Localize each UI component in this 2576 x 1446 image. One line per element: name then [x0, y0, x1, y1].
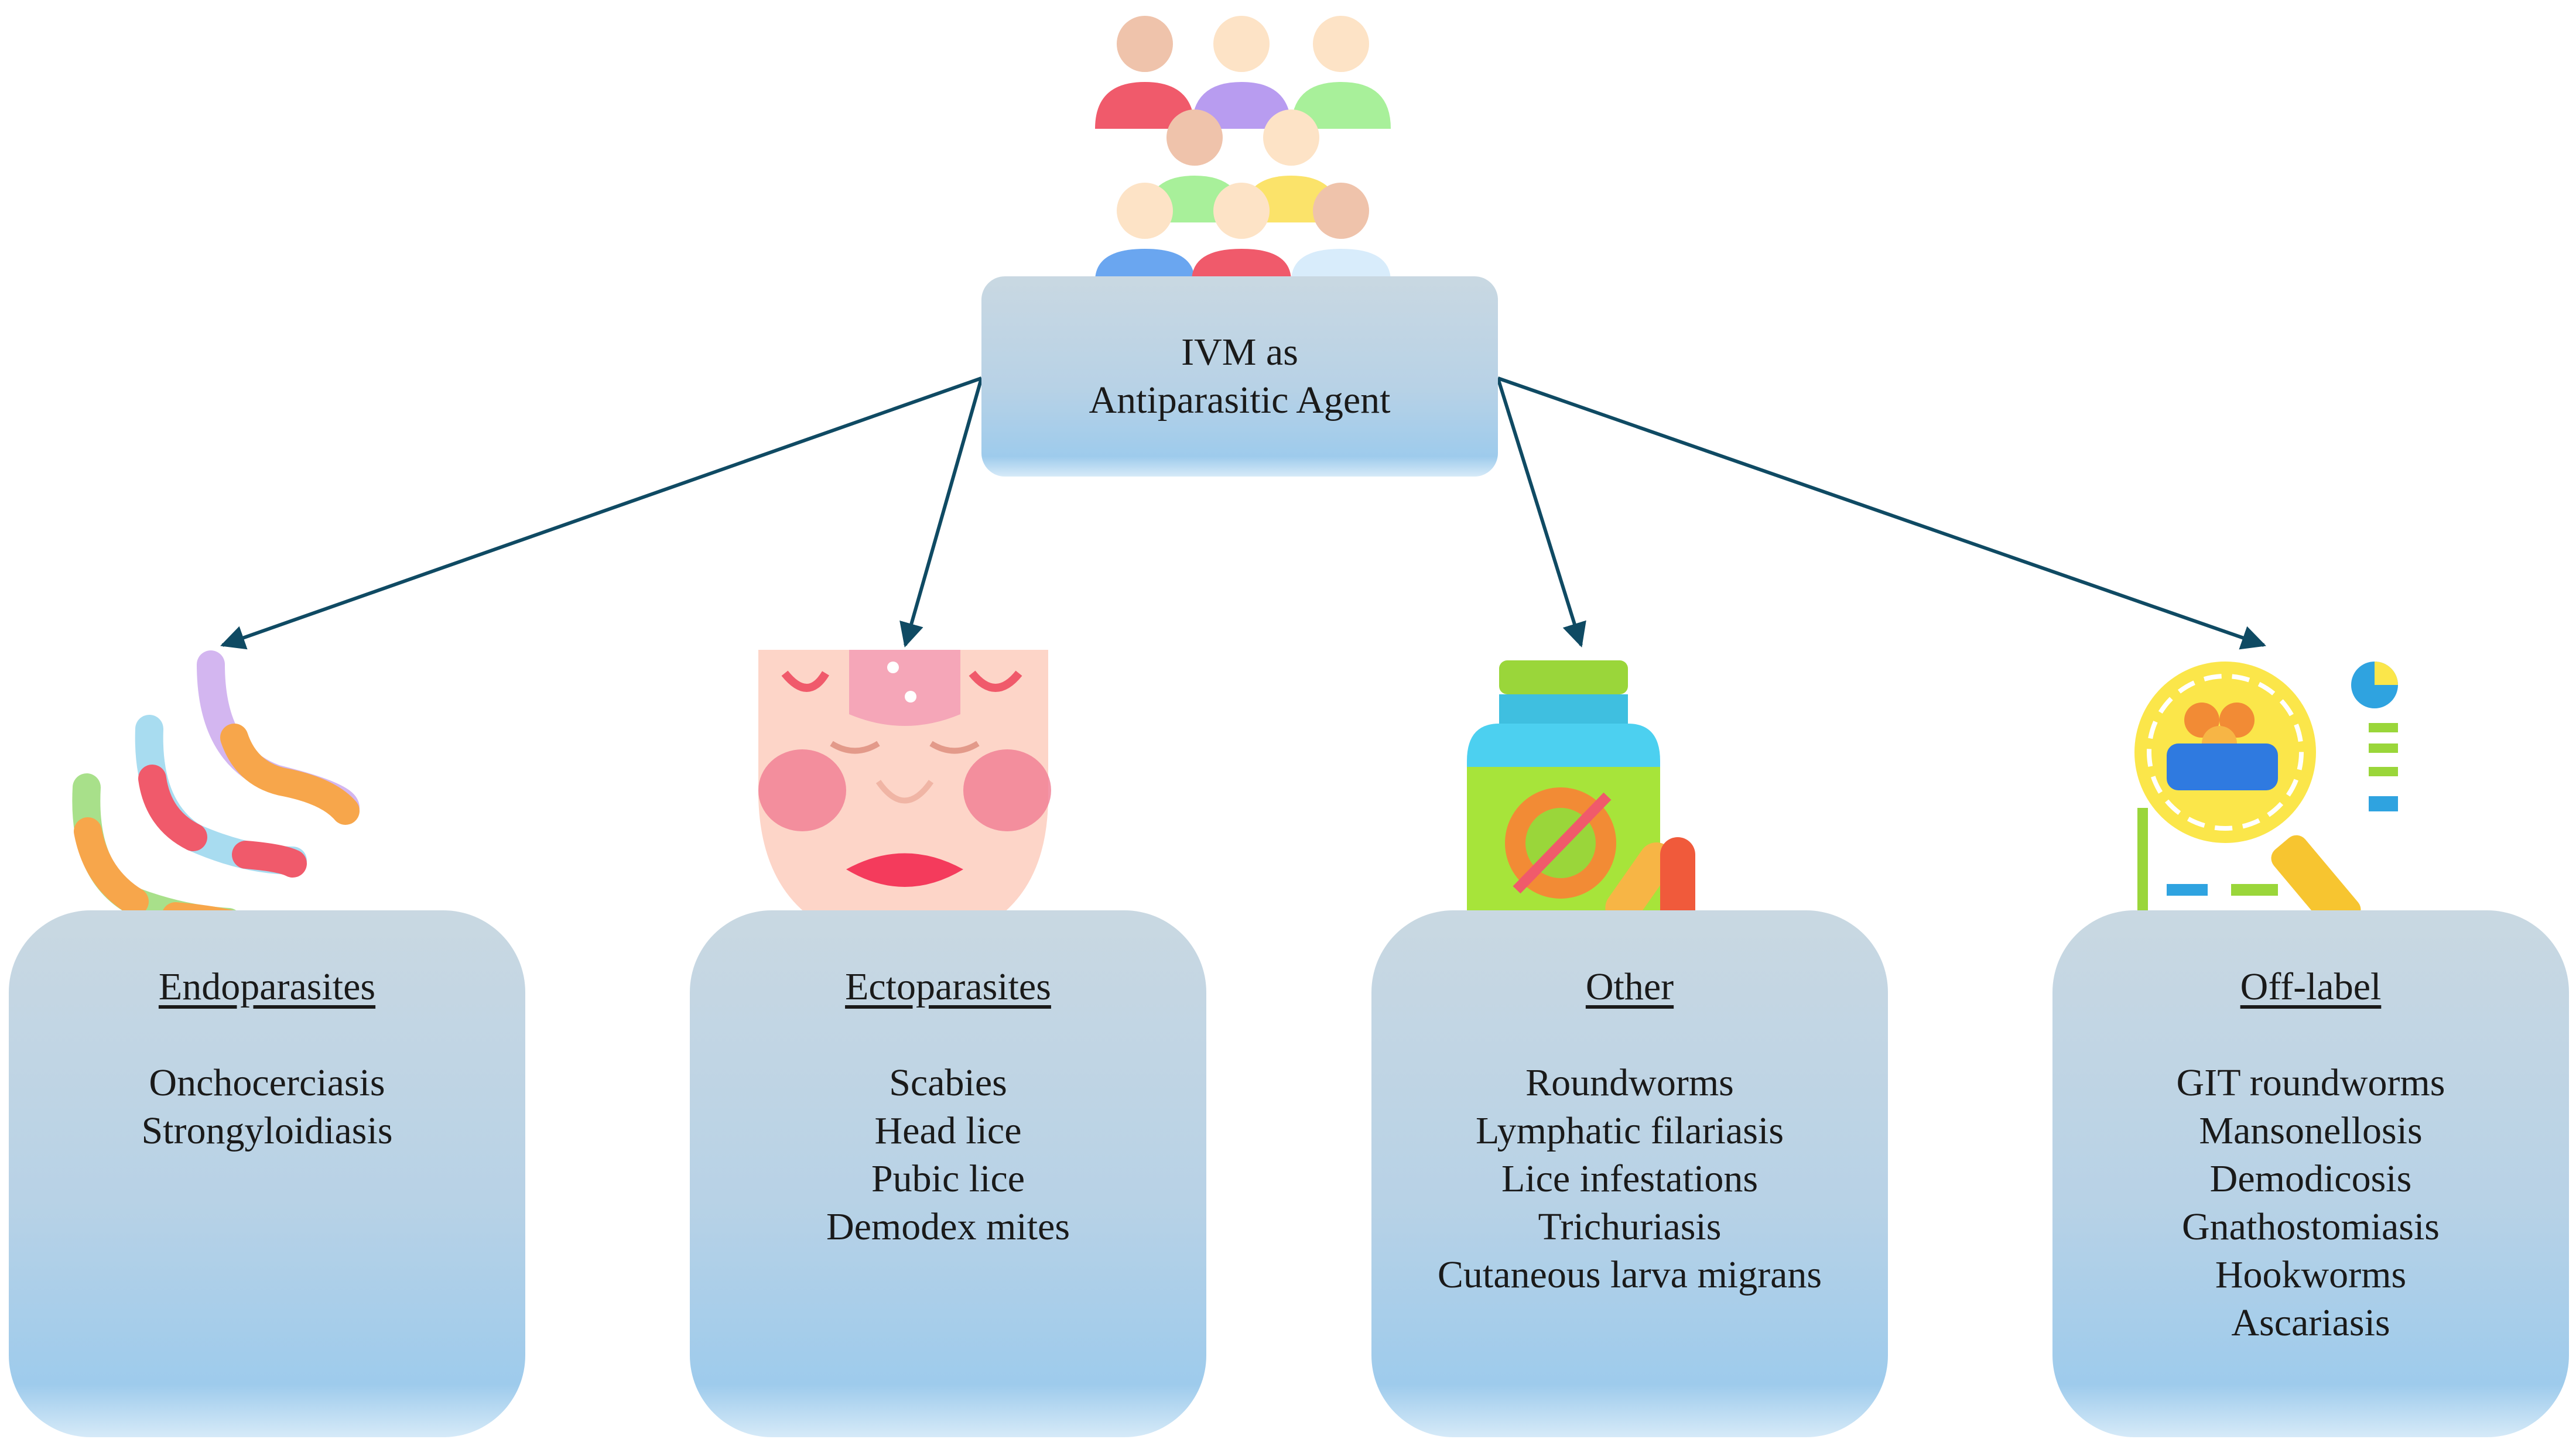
list-item: Ascariasis — [2231, 1301, 2390, 1344]
category-title: Off-label — [2240, 965, 2382, 1008]
list-item: Scabies — [889, 1061, 1007, 1104]
list-item: Lice infestations — [1501, 1157, 1759, 1200]
root-title-line1: IVM as — [1181, 331, 1298, 374]
list-item: Strongyloidiasis — [141, 1109, 393, 1152]
category-box-other: Other Roundworms Lymphatic filariasis Li… — [1371, 910, 1888, 1437]
list-item: Demodicosis — [2209, 1157, 2412, 1200]
category-items: Onchocerciasis Strongyloidiasis — [9, 1059, 525, 1155]
list-item: Gnathostomiasis — [2182, 1205, 2440, 1248]
list-item: Mansonellosis — [2199, 1109, 2423, 1152]
list-item: Roundworms — [1525, 1061, 1734, 1104]
medicine-bottle-virus-icon — [1467, 660, 1695, 931]
skin-rash-face-icon — [758, 650, 1051, 948]
category-box-ectoparasites: Ectoparasites Scabies Head lice Pubic li… — [690, 910, 1206, 1437]
root-title-line2: Antiparasitic Agent — [1089, 379, 1391, 422]
list-item: Trichuriasis — [1538, 1205, 1722, 1248]
arrow-to-off-label — [1497, 376, 2266, 650]
category-title: Other — [1585, 965, 1674, 1008]
arrow-to-other — [1496, 378, 1586, 648]
list-item: GIT roundworms — [2176, 1061, 2445, 1104]
root-node-box: IVM as Antiparasitic Agent — [981, 276, 1498, 477]
category-items: Scabies Head lice Pubic lice Demodex mit… — [690, 1059, 1206, 1251]
research-magnifier-icon — [2134, 662, 2398, 933]
list-item: Demodex mites — [826, 1205, 1070, 1248]
list-item: Onchocerciasis — [149, 1061, 385, 1104]
category-items: Roundworms Lymphatic filariasis Lice inf… — [1371, 1059, 1888, 1299]
list-item: Hookworms — [2215, 1253, 2407, 1296]
list-item: Pubic lice — [871, 1157, 1025, 1200]
people-crowd-icon — [1095, 16, 1391, 281]
arrow-to-endoparasites — [220, 376, 982, 650]
category-box-off-label: Off-label GIT roundworms Mansonellosis D… — [2052, 910, 2569, 1437]
category-items: GIT roundworms Mansonellosis Demodicosis… — [2052, 1059, 2569, 1347]
category-box-endoparasites: Endoparasites Onchocerciasis Strongyloid… — [9, 910, 525, 1437]
arrow-to-ectoparasites — [899, 378, 983, 648]
list-item: Cutaneous larva migrans — [1437, 1253, 1822, 1296]
worms-icon — [72, 650, 360, 939]
list-item: Head lice — [874, 1109, 1022, 1152]
category-title: Ectoparasites — [845, 965, 1051, 1008]
list-item: Lymphatic filariasis — [1475, 1109, 1784, 1152]
category-title: Endoparasites — [158, 965, 376, 1008]
connector-arrows — [220, 376, 2266, 650]
